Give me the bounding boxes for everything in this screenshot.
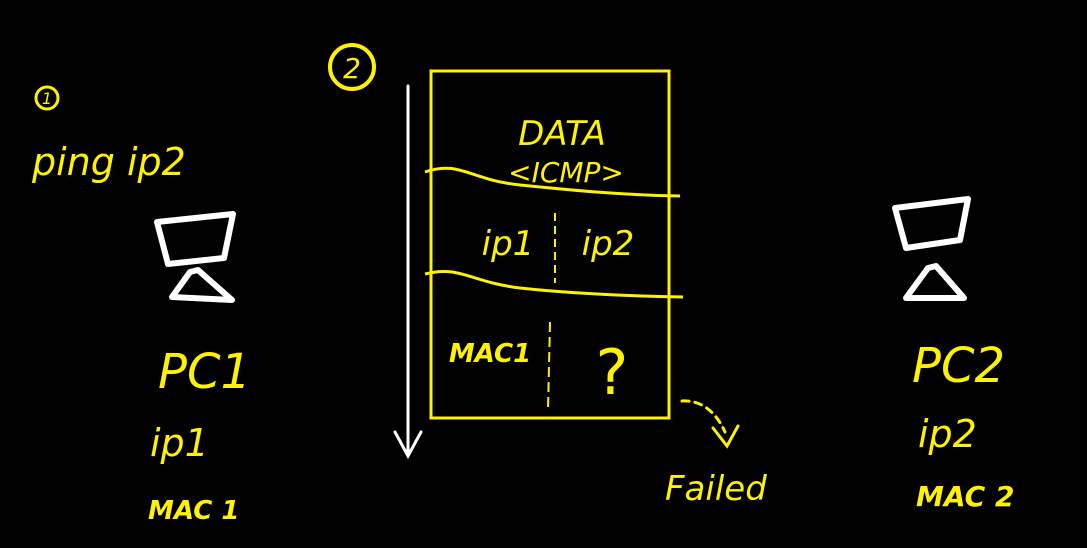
failed-arrow <box>680 399 740 449</box>
step2-badge-number: 2 <box>343 52 361 85</box>
packet-data-label: DATA <box>518 114 606 154</box>
pc1-mac: MAC 1 <box>148 496 239 526</box>
pc2-name: PC2 <box>912 338 1005 394</box>
pc1-name: PC1 <box>158 344 251 400</box>
mac-divider <box>547 321 551 411</box>
separator-wave-1 <box>424 166 681 198</box>
packet-border <box>429 69 671 420</box>
packet-protocol-label: <ICMP> <box>508 156 624 189</box>
pc1-computer-icon <box>154 211 236 303</box>
separator-wave-2 <box>424 269 684 299</box>
failed-label: Failed <box>665 469 767 509</box>
packet-src-ip: ip1 <box>482 224 535 264</box>
pc2-mac: MAC 2 <box>916 480 1014 513</box>
packet-dst-ip: ip2 <box>582 224 635 264</box>
ping-command: ping ip2 <box>31 140 186 184</box>
packet-dst-mac-unknown: ? <box>596 336 629 409</box>
pc2-ip: ip2 <box>918 412 977 456</box>
pc1-ip: ip1 <box>150 421 209 465</box>
packet-src-mac: MAC1 <box>449 339 531 369</box>
step2-badge: 2 <box>328 43 376 91</box>
packet-frame: DATA <ICMP> ip1 ip2 MAC1 ? <box>424 69 684 420</box>
step1-badge-number: 1 <box>42 89 52 108</box>
pc2-computer-icon <box>892 196 971 301</box>
send-direction-arrow <box>393 84 423 460</box>
step1-badge: 1 <box>34 85 60 111</box>
